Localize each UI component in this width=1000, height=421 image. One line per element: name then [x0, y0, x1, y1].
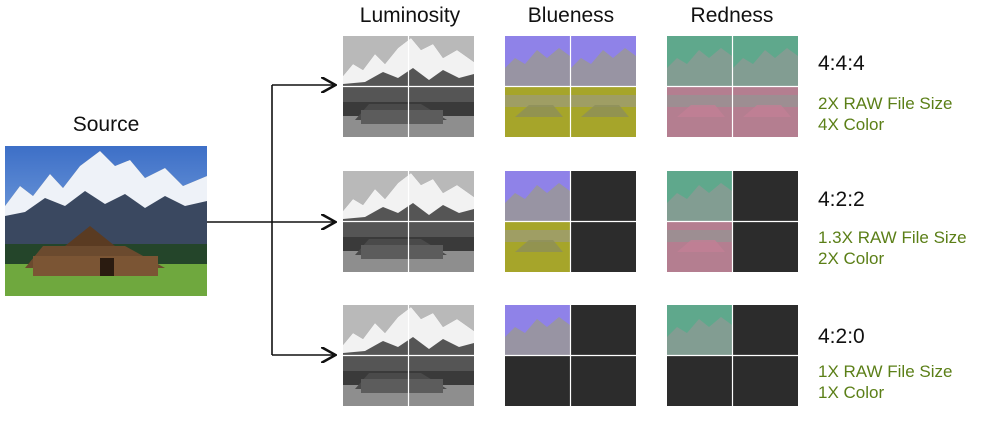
file-size-420: 1X RAW File Size — [818, 362, 953, 381]
column-header-redness: Redness — [690, 4, 774, 27]
ratio-label-444: 4:4:4 — [818, 52, 865, 75]
tile-luminosity-444 — [343, 36, 474, 137]
file-size-444: 2X RAW File Size — [818, 94, 953, 113]
source-label: Source — [72, 113, 140, 136]
tile-blueness-444 — [505, 36, 636, 137]
info-420: 1X RAW File Size 1X Color — [818, 361, 952, 403]
color-422: 2X Color — [818, 249, 885, 268]
tile-redness-444 — [667, 36, 798, 137]
ratio-label-420: 4:2:0 — [818, 325, 865, 348]
tile-blueness-422 — [505, 171, 636, 272]
color-444: 4X Color — [818, 115, 885, 134]
info-422: 1.3X RAW File Size 2X Color — [818, 227, 967, 269]
source-photo — [5, 146, 207, 296]
tile-luminosity-422 — [343, 171, 474, 272]
file-size-422: 1.3X RAW File Size — [818, 228, 967, 247]
info-444: 2X RAW File Size 4X Color — [818, 93, 952, 135]
color-420: 1X Color — [818, 383, 885, 402]
tile-blueness-420 — [505, 305, 636, 406]
ratio-label-422: 4:2:2 — [818, 188, 865, 211]
column-header-luminosity: Luminosity — [359, 4, 461, 27]
tile-redness-420 — [667, 305, 798, 406]
column-header-blueness: Blueness — [527, 4, 615, 27]
tile-luminosity-420 — [343, 305, 474, 406]
tile-redness-422 — [667, 171, 798, 272]
